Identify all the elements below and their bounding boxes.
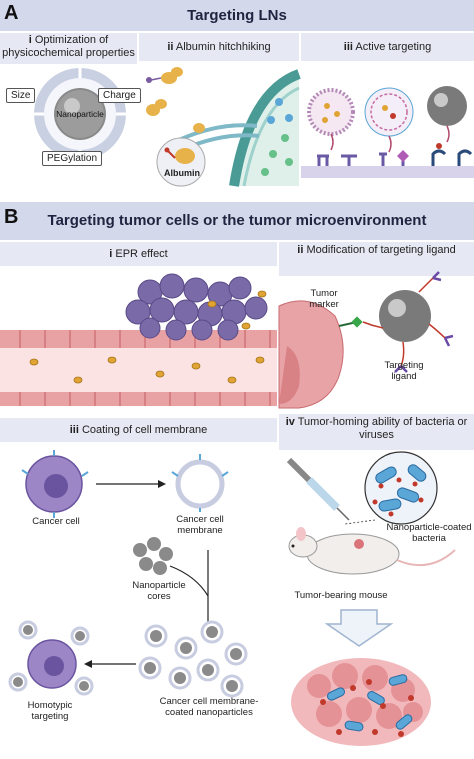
charge-label: Charge [98,88,141,103]
panel-a-title: Targeting LNs [187,7,287,24]
panel-b-header: Targeting tumor cells or the tumor micro… [0,202,474,240]
panel-b-letter: B [4,206,19,228]
panel-b-sub-iii: iii Coating of cell membrane [0,418,277,442]
targeting-ligand-diagram [278,271,454,409]
active-targeting-diagram [301,86,474,178]
panel-b-title: Targeting tumor cells or the tumor micro… [47,212,427,229]
panel-b-sub-iv: iv Tumor-homing ability of bacteria or v… [279,414,474,450]
panel-b-sub-i: i EPR effect [0,242,277,266]
targeting-ligand-label: Targeting ligand [384,360,424,382]
nanoparticle-cores-label: Nanoparticle cores [132,580,186,602]
np-coated-bacteria-label: Nanoparticle-coated bacteria [386,522,472,544]
size-label: Size [6,88,36,103]
cancer-cell-membrane-label: Cancer cell membrane [176,514,224,536]
physicochemical-diagram [34,68,126,160]
coated-nanoparticles-label: Cancer cell membrane-coated nanoparticle… [159,696,259,718]
albumin-label: Albumin [164,168,200,178]
cancer-cell-label: Cancer cell [32,516,80,527]
panel-a-header: Targeting LNs [0,0,474,31]
panel-b-sub-ii: ii Modification of targeting ligand [279,242,474,276]
epr-effect-diagram [0,273,277,406]
panel-a-sub-ii: ii Albumin hitchhiking [139,33,299,61]
panel-a-sub-i: i Optimization of physicochemical proper… [0,33,137,64]
panel-a-sub-iii: iii Active targeting [301,33,474,61]
pegylation-label: PEGylation [42,151,103,166]
albumin-hitchhiking-diagram [146,67,301,187]
tumor-bearing-mouse-label: Tumor-bearing mouse [294,590,388,601]
bacteria-mouse-diagram [286,451,456,746]
homotypic-targeting-label: Homotypic targeting [27,700,73,722]
membrane-coating-diagram [8,450,248,698]
panel-a-letter: A [4,2,19,24]
nanoparticle-label: Nanoparticle [56,109,104,119]
tumor-marker-label: Tumor marker [309,288,339,310]
